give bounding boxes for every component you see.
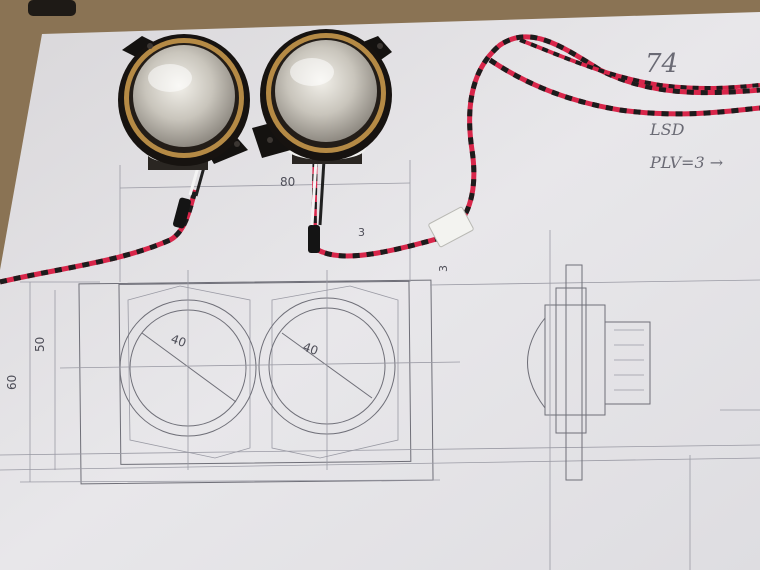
lens-left-diameter-label: 40 [169,332,188,350]
dim-outer-height-label: 60 [5,375,19,390]
wire-right [308,34,760,259]
connector-plug [428,206,474,248]
dim-offset-side-label: 3 [437,265,450,272]
note-line-2: LSD [649,120,685,139]
drawing-front-view [0,160,760,485]
dim-inner-height-label: 50 [33,337,47,352]
table-dark-spot [28,0,76,16]
lens-right-diameter-label: 40 [301,340,320,358]
note-top-right: 74 [645,49,678,79]
led-lens-right [252,29,392,164]
drawing-side-view [527,230,760,570]
dim-offset-top-label: 3 [358,226,365,239]
led-lens-left [118,34,250,170]
dim-width-label: 80 [280,175,295,189]
note-line-3: PLV=3 → [649,153,723,172]
